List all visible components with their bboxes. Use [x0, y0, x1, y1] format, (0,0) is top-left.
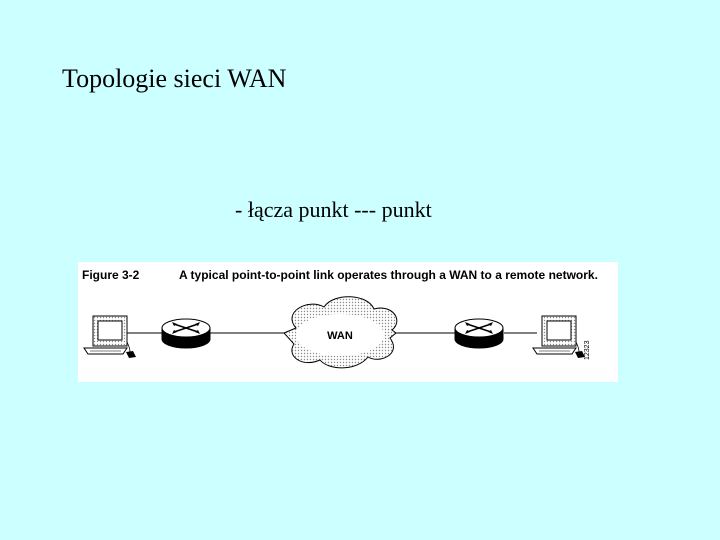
- slide-subtitle: - łącza punkt --- punkt: [235, 197, 432, 222]
- computer-icon: [83, 315, 136, 358]
- figure-label: Figure 3-2: [82, 268, 140, 282]
- network-figure: Figure 3-2 A typical point-to-point link…: [78, 262, 618, 382]
- figure-id: 12323: [584, 340, 591, 360]
- router-icon: [161, 318, 211, 349]
- cloud-icon: WAN: [283, 296, 398, 369]
- computer-icon: [532, 315, 585, 358]
- wan-label: WAN: [327, 330, 353, 342]
- figure-caption: A typical point-to-point link operates t…: [179, 268, 598, 282]
- network-diagram: WAN: [83, 296, 585, 369]
- router-icon: [454, 318, 504, 349]
- slide-title: Topologie sieci WAN: [62, 64, 287, 93]
